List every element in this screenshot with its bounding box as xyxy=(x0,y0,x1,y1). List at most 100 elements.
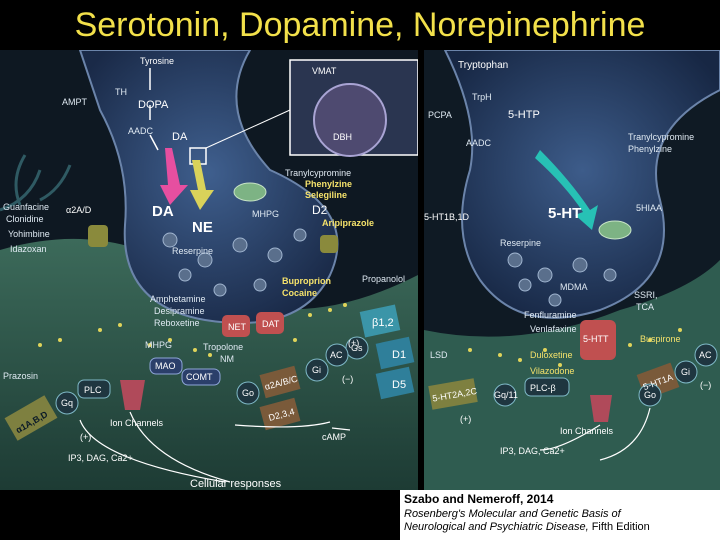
alpha2-receptor xyxy=(88,225,108,247)
label-plus-lower-left: (+) xyxy=(80,432,91,442)
net-transporter xyxy=(222,315,250,337)
go-ring-right xyxy=(638,383,662,407)
label-da-small: DA xyxy=(172,131,188,143)
label-venlafaxine: Venlafaxine xyxy=(530,324,577,334)
presynaptic-neuron-right xyxy=(443,50,720,319)
gi-ring-right xyxy=(674,360,698,384)
label-tryptophan: Tryptophan xyxy=(458,60,508,71)
label-phenylzine-right: Phenylzine xyxy=(628,144,672,154)
label-sert: 5-HTT xyxy=(583,334,609,344)
label-propanolol: Propanolol xyxy=(362,274,405,284)
label-tranylcypromine-right: Tranylcypromine xyxy=(628,132,694,142)
label-minus-left: (−) xyxy=(342,374,353,384)
label-lsd: LSD xyxy=(430,350,448,360)
label-mhpg-top: MHPG xyxy=(252,209,279,219)
gi-ring xyxy=(305,358,329,382)
slide-title: Serotonin, Dopamine, Norepinephrine xyxy=(74,6,646,44)
label-th: TH xyxy=(115,87,127,97)
label-mdma: MDMA xyxy=(560,282,588,292)
label-beta12: β1,2 xyxy=(372,317,394,329)
label-comt: COMT xyxy=(186,372,213,382)
label-tropolone: Tropolone xyxy=(203,342,243,352)
label-desipramine: Desipramine xyxy=(154,306,205,316)
label-ssri: SSRI, xyxy=(634,290,658,300)
label-plus-left: (+) xyxy=(348,338,359,348)
citation-edition: Fifth Edition xyxy=(588,521,650,533)
plcb-box xyxy=(524,377,570,397)
label-da-big: DA xyxy=(152,203,174,220)
label-camp: cAMP xyxy=(322,432,346,442)
label-ac-left: AC xyxy=(330,350,343,360)
gq11-ring xyxy=(493,383,517,407)
citation-book: Rosenberg's Molecular and Genetic Basis … xyxy=(404,508,720,534)
label-plc: PLC xyxy=(84,385,102,395)
label-ac-right: AC xyxy=(699,350,712,360)
go-ring xyxy=(236,381,260,405)
neurotransmitter-dots-left xyxy=(38,303,347,357)
alpha2bc-receptor xyxy=(259,365,301,399)
label-ampt: AMPT xyxy=(62,97,88,107)
neurotransmitter-dots-right xyxy=(468,328,682,367)
dendrite-left xyxy=(0,154,72,212)
label-prazosin: Prazosin xyxy=(3,371,38,381)
dat-transporter xyxy=(256,312,284,334)
citation: Szabo and Nemeroff, 2014 Rosenberg's Mol… xyxy=(400,490,720,540)
label-ion-channels-right: Ion Channels xyxy=(560,426,614,436)
label-net: NET xyxy=(228,322,247,332)
label-ht-big: 5-HT xyxy=(548,205,581,222)
label-phenylzine-left: Phenylzine xyxy=(305,179,352,189)
label-gs: Gs xyxy=(351,343,363,353)
label-d1: D1 xyxy=(392,349,406,361)
ht2-receptor xyxy=(428,378,478,410)
d5-receptor xyxy=(375,366,415,400)
label-ne-big: NE xyxy=(192,219,213,236)
label-aripiprazole: Aripiprazole xyxy=(322,218,374,228)
label-guanfacine: Guanfacine xyxy=(3,202,49,212)
citation-book-line2: Neurological and Psychiatric Disease, xyxy=(404,521,589,533)
gq-ring xyxy=(55,391,79,415)
label-amphetamine: Amphetamine xyxy=(150,294,206,304)
label-reboxetine: Reboxetine xyxy=(154,318,200,328)
label-d2: D2 xyxy=(312,203,328,217)
label-idazoxan: Idazoxan xyxy=(10,244,47,254)
label-pcpa: PCPA xyxy=(428,110,452,120)
vesicles-left xyxy=(162,228,307,297)
label-dbh: DBH xyxy=(333,132,352,142)
label-vmat: VMAT xyxy=(312,66,337,76)
synthesis-arrow-left xyxy=(149,68,159,151)
d1-receptor xyxy=(375,336,415,370)
label-htp: 5-HTP xyxy=(508,109,540,121)
ion-channel-left xyxy=(120,380,145,410)
label-minus-right: (−) xyxy=(700,380,711,390)
label-alpha2: α2A/D xyxy=(66,205,92,215)
d2-receptor xyxy=(320,235,338,253)
da-arrow xyxy=(160,148,188,205)
label-gi-left: Gi xyxy=(312,365,321,375)
citation-book-line1: Rosenberg's Molecular and Genetic Basis … xyxy=(404,508,621,520)
label-bupropion: Buproprion xyxy=(282,276,331,286)
alpha1-receptor xyxy=(4,395,58,441)
label-gq11: Gq/11 xyxy=(494,390,518,400)
label-ht1bd: 5-HT1B,1D xyxy=(424,212,470,222)
label-gq: Gq xyxy=(61,398,73,408)
vesicles-right xyxy=(507,252,617,307)
postsynaptic-cell-left xyxy=(0,238,418,490)
label-tranylcypromine-left: Tranylcypromine xyxy=(285,168,351,178)
mao-box xyxy=(149,357,183,375)
ac-ring-right xyxy=(694,343,718,367)
label-fenfluramine: Fenfluramine xyxy=(524,310,577,320)
label-ion-channels-left: Ion Channels xyxy=(110,418,164,428)
label-ip3-right: IP3, DAG, Ca2+ xyxy=(500,446,565,456)
label-plus-right: (+) xyxy=(460,414,471,424)
signal-arrows-left xyxy=(79,411,351,483)
label-cocaine: Cocaine xyxy=(282,288,317,298)
label-aadc-right: AADC xyxy=(466,138,492,148)
label-go-left: Go xyxy=(242,388,254,398)
plc-box xyxy=(77,379,111,399)
postsynaptic-cell-right xyxy=(424,260,720,490)
label-d5: D5 xyxy=(392,379,406,391)
label-reserpine-left: Reserpine xyxy=(172,246,213,256)
beta-receptor xyxy=(359,304,401,338)
pathway-figure: Tyrosine TH AMPT DOPA AADC DA VMAT DBH D… xyxy=(0,50,720,490)
label-gi-right: Gi xyxy=(681,367,690,377)
